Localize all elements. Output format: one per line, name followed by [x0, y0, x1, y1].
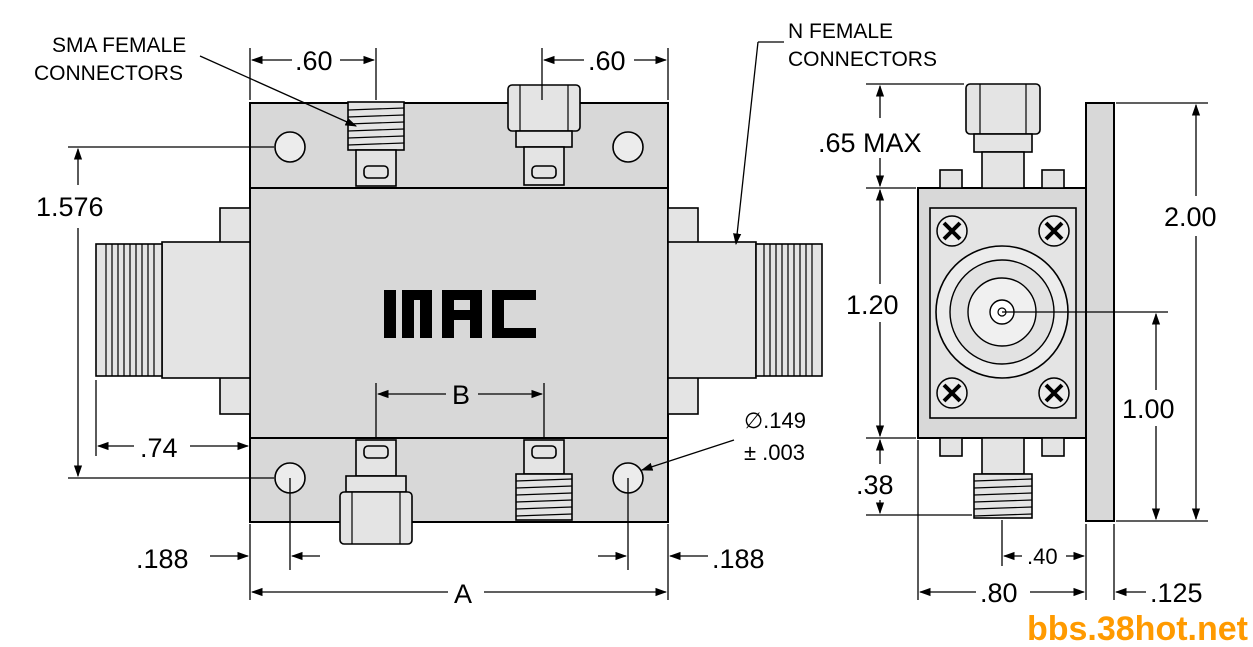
side-dimensions: .65 MAX 1.20 .38 2.00 1.00 .40 .80	[818, 83, 1217, 608]
dim-overall-a: A	[454, 579, 472, 609]
dim-left-0188: .188	[136, 544, 189, 574]
n-connectors-note-line2: CONNECTORS	[788, 48, 937, 71]
dim-height-1576: 1.576	[36, 192, 104, 222]
dim-height-100: 1.00	[1122, 394, 1175, 424]
sma-connector-top-nut	[507, 84, 581, 186]
n-connectors-note-line1: N FEMALE	[788, 20, 893, 43]
sma-connector-bottom-nut	[339, 439, 413, 545]
watermark: bbs.38hot.net	[1027, 610, 1248, 647]
screw-bottom-left	[936, 377, 968, 409]
dim-max-065: .65 MAX	[818, 128, 922, 158]
dim-center-040: .40	[1027, 544, 1058, 569]
dim-hole-diameter: ∅.149	[744, 408, 806, 433]
sma-connector-top	[347, 101, 405, 187]
dim-spacing-b: B	[452, 380, 470, 410]
mac-logo	[384, 290, 536, 338]
screw-bottom-right	[1038, 377, 1070, 409]
front-dimensions: .60 .60 SMA FEMALE CONNECTORS 1.576 .74 …	[34, 20, 937, 609]
side-connector-bottom	[973, 437, 1033, 519]
front-view	[95, 84, 823, 545]
sma-connector-bottom	[515, 439, 573, 521]
dim-width-080: .80	[980, 578, 1018, 608]
side-connector-top	[965, 83, 1041, 189]
n-connector-left	[95, 207, 251, 415]
mounting-hole-top-left	[274, 131, 306, 163]
bottom-flange	[249, 437, 669, 523]
dim-height-120: 1.20	[846, 290, 899, 320]
dim-hole-tolerance: ± .003	[744, 440, 805, 465]
sma-connectors-note-line2: CONNECTORS	[34, 62, 183, 85]
dim-top-left-width: .60	[295, 46, 333, 76]
n-connector-right	[667, 207, 823, 415]
dim-top-right-width: .60	[588, 46, 626, 76]
mounting-hole-top-right	[612, 131, 644, 163]
screw-top-left	[936, 215, 968, 247]
side-view	[917, 83, 1115, 522]
dim-left-074: .74	[140, 433, 178, 463]
dim-bottom-038: .38	[856, 470, 894, 500]
dim-flange-0125: .125	[1150, 578, 1203, 608]
screw-top-right	[1038, 215, 1070, 247]
dim-height-200: 2.00	[1164, 202, 1217, 232]
sma-connectors-note-line1: SMA FEMALE	[52, 34, 186, 57]
dim-right-0188: .188	[712, 544, 765, 574]
top-flange	[249, 102, 669, 189]
